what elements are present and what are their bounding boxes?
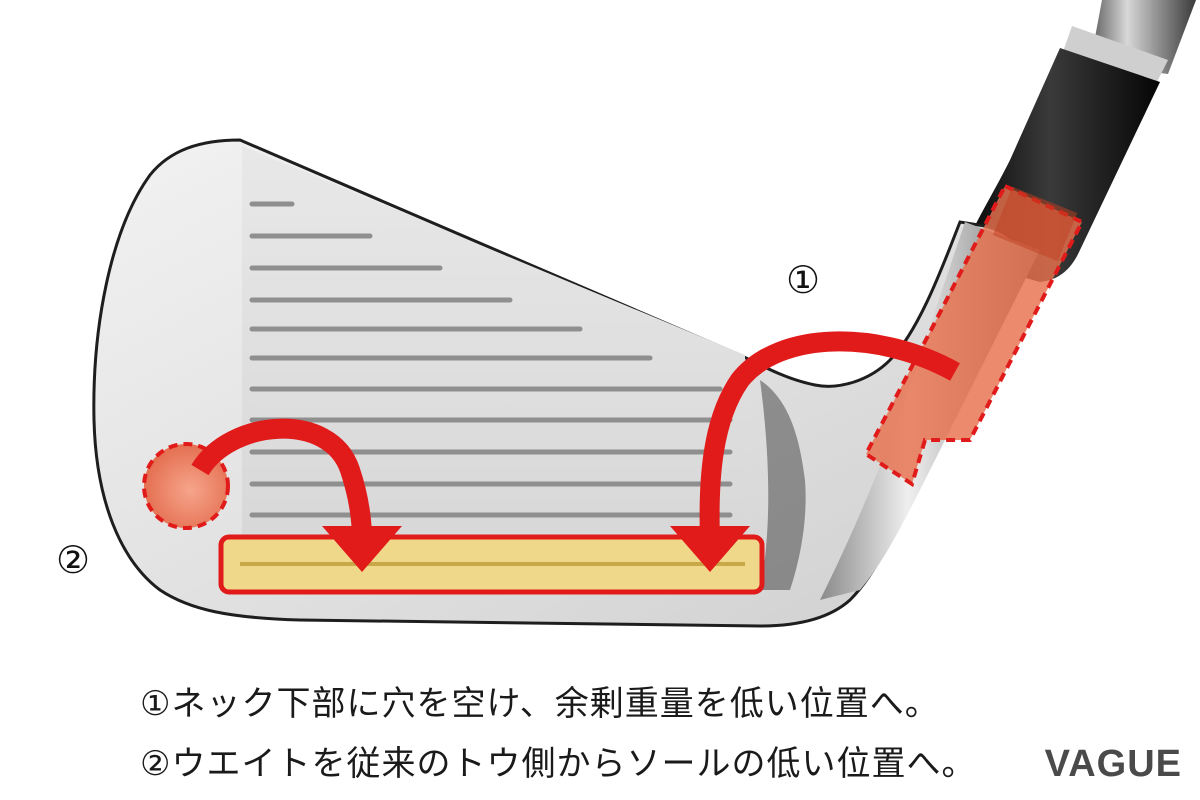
marker-one: ① (786, 258, 821, 302)
heel-reflection (760, 380, 806, 590)
caption-line-one: ①ネック下部に穴を空け、余剰重量を低い位置へ。 (140, 684, 940, 724)
caption-line-two: ②ウエイトを従来のトウ側からソールの低い位置へ。 (140, 744, 977, 784)
arrow-hosel-to-sole (670, 331, 960, 572)
hosel-cavity-top (992, 186, 1078, 262)
club-face (242, 146, 748, 580)
marker-two: ② (56, 538, 91, 582)
arrow-toe-to-sole (191, 418, 402, 572)
vague-logo: VAGUE (1044, 743, 1182, 785)
